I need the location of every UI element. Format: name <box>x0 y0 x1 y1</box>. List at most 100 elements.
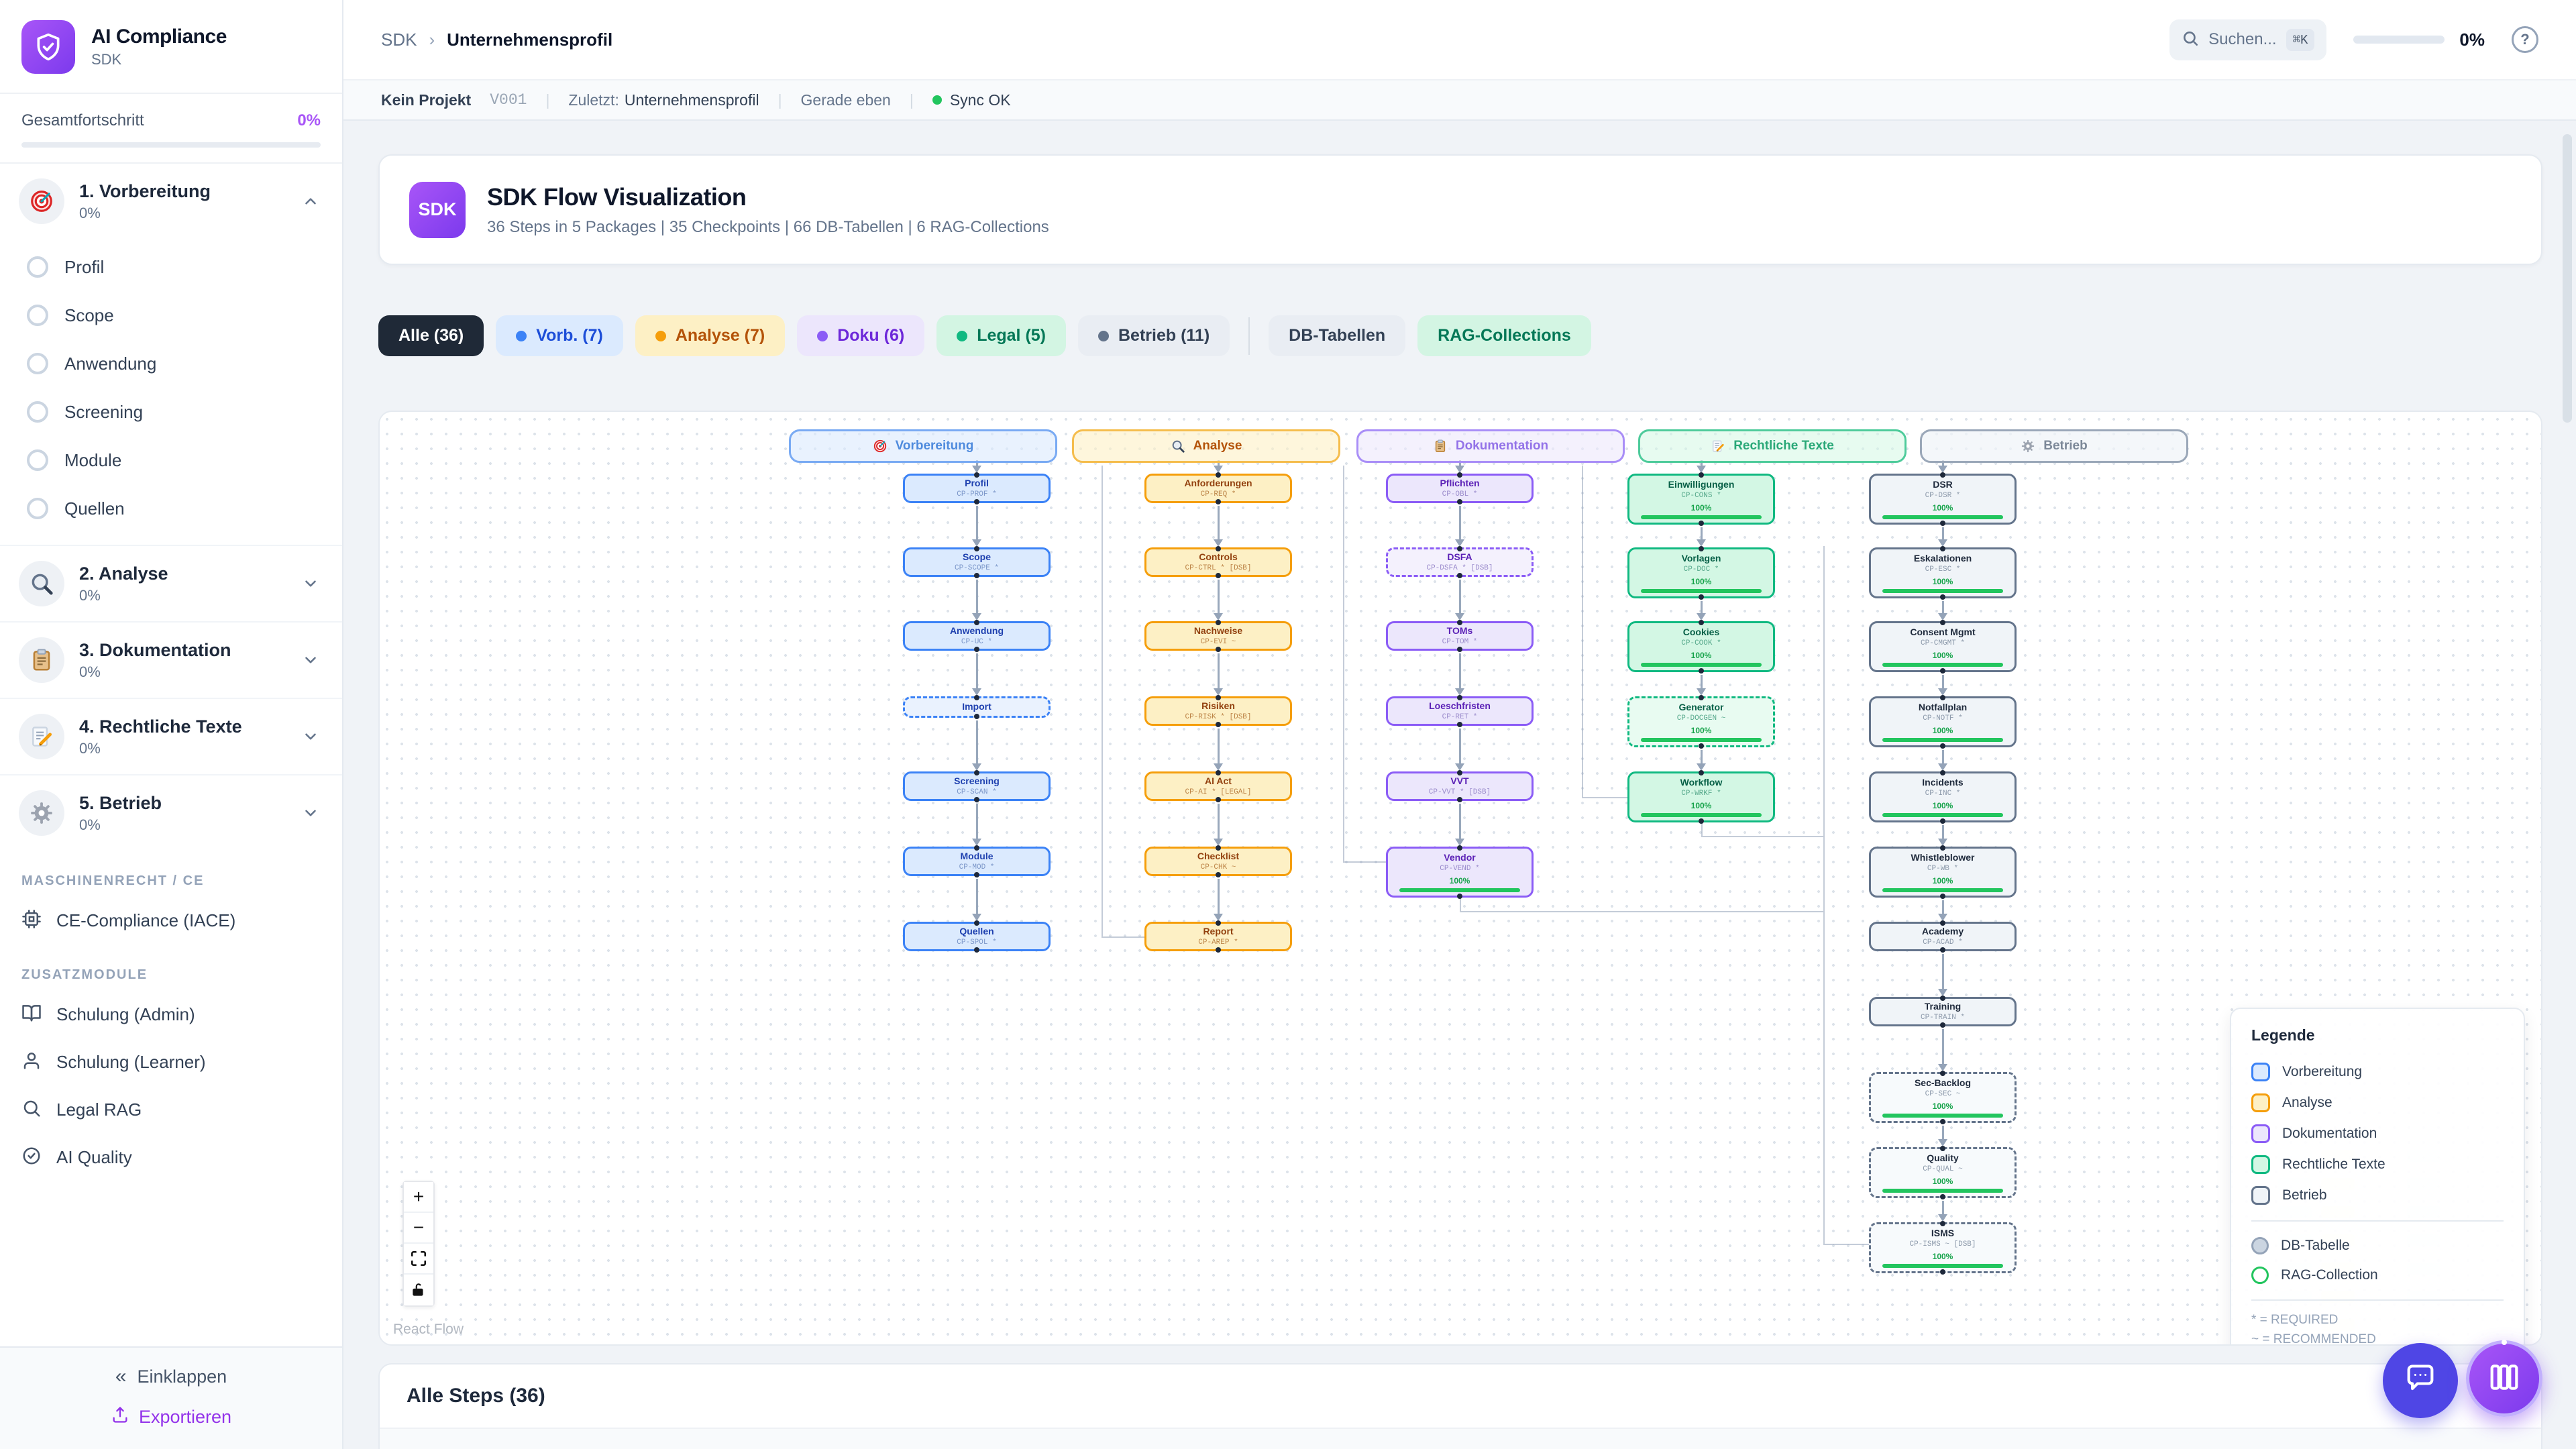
sidebar-item-schulung-learner-[interactable]: Schulung (Learner) <box>0 1038 342 1086</box>
flow-controls: + − <box>402 1181 435 1307</box>
sidebar-item-ce-compliance-iace-[interactable]: CE-Compliance (IACE) <box>0 897 342 945</box>
chat-fab-button[interactable] <box>2383 1343 2458 1418</box>
filter-chip-doku-6-[interactable]: Doku (6) <box>797 315 925 356</box>
node-code: CP-CTRL * [DSB] <box>1185 564 1252 572</box>
collapse-sidebar-button[interactable]: « Einklappen <box>115 1365 227 1388</box>
node-progress-value: 100% <box>1690 725 1712 735</box>
group-header-vorbereitung[interactable]: Vorbereitung <box>789 429 1057 463</box>
fit-view-button[interactable] <box>404 1244 433 1275</box>
sidebar-item-screening[interactable]: Screening <box>0 388 342 436</box>
sidebar-item-anwendung[interactable]: Anwendung <box>0 339 342 388</box>
flow-edge <box>1343 466 1344 861</box>
node-progress-value: 100% <box>1932 502 1953 513</box>
node-progress-value: 100% <box>1690 576 1712 586</box>
overall-progress-bar <box>21 142 321 148</box>
group-header-betrieb[interactable]: Betrieb <box>1920 429 2188 463</box>
node-title: TOMs <box>1446 625 1473 637</box>
shield-check-icon <box>21 20 75 74</box>
node-code: CP-ISMS ~ [DSB] <box>1909 1240 1976 1248</box>
search-input[interactable]: Suchen... ⌘K <box>2169 19 2327 60</box>
filter-chip-legal-5-[interactable]: Legal (5) <box>936 315 1066 356</box>
filter-chip-analyse-7-[interactable]: Analyse (7) <box>635 315 786 356</box>
sidebar-item-schulung-admin-[interactable]: Schulung (Admin) <box>0 991 342 1038</box>
node-progress-bar <box>1399 888 1520 892</box>
group-header-rechtliche-texte[interactable]: Rechtliche Texte <box>1638 429 1907 463</box>
node-title: Scope <box>962 551 991 563</box>
sidebar-item-quellen[interactable]: Quellen <box>0 484 342 533</box>
zoom-out-button[interactable]: − <box>404 1213 433 1244</box>
legend-row: DB-Tabelle <box>2251 1231 2504 1260</box>
node-title: Eskalationen <box>1913 553 1972 564</box>
filter-chip-betrieb-11-[interactable]: Betrieb (11) <box>1078 315 1230 356</box>
group-header-dokumentation[interactable]: Dokumentation <box>1356 429 1625 463</box>
step-radio-icon <box>27 449 48 471</box>
last-value: Unternehmensprofil <box>624 91 759 109</box>
zoom-in-button[interactable]: + <box>404 1182 433 1213</box>
filter-chip-rag-collections[interactable]: RAG-Collections <box>1417 315 1591 356</box>
filter-chip-db-tabellen[interactable]: DB-Tabellen <box>1269 315 1406 356</box>
filter-chip-vorb-7-[interactable]: Vorb. (7) <box>496 315 623 356</box>
node-progress-bar <box>1882 1263 2003 1268</box>
scrollbar-thumb[interactable] <box>2563 134 2572 423</box>
group-header-analyse[interactable]: Analyse <box>1072 429 1340 463</box>
node-code: CP-ESC * <box>1925 565 1961 574</box>
overall-progress: Gesamtfortschritt 0% <box>0 94 342 164</box>
breadcrumb-root[interactable]: SDK <box>381 29 417 50</box>
columns-fab-button[interactable] <box>2466 1340 2542 1417</box>
flow-canvas[interactable]: Vorbereitung Analyse Dokumentation Rechtlic… <box>378 411 2542 1346</box>
help-icon[interactable]: ? <box>2512 26 2538 53</box>
sidebar-item-legal-rag[interactable]: Legal RAG <box>0 1086 342 1134</box>
chevron-right-icon: › <box>429 29 435 50</box>
sidebar-item-ai-quality[interactable]: AI Quality <box>0 1134 342 1181</box>
export-button[interactable]: Exportieren <box>111 1405 231 1429</box>
filter-chip-alle-36-[interactable]: Alle (36) <box>378 315 484 356</box>
sidebar-item-profil[interactable]: Profil <box>0 243 342 291</box>
sidebar-item-module[interactable]: Module <box>0 436 342 484</box>
lock-icon[interactable] <box>404 1275 433 1305</box>
sidebar-item-scope[interactable]: Scope <box>0 291 342 339</box>
package-percent: 0% <box>79 739 101 757</box>
flow-node-import[interactable]: Import <box>903 695 1051 719</box>
